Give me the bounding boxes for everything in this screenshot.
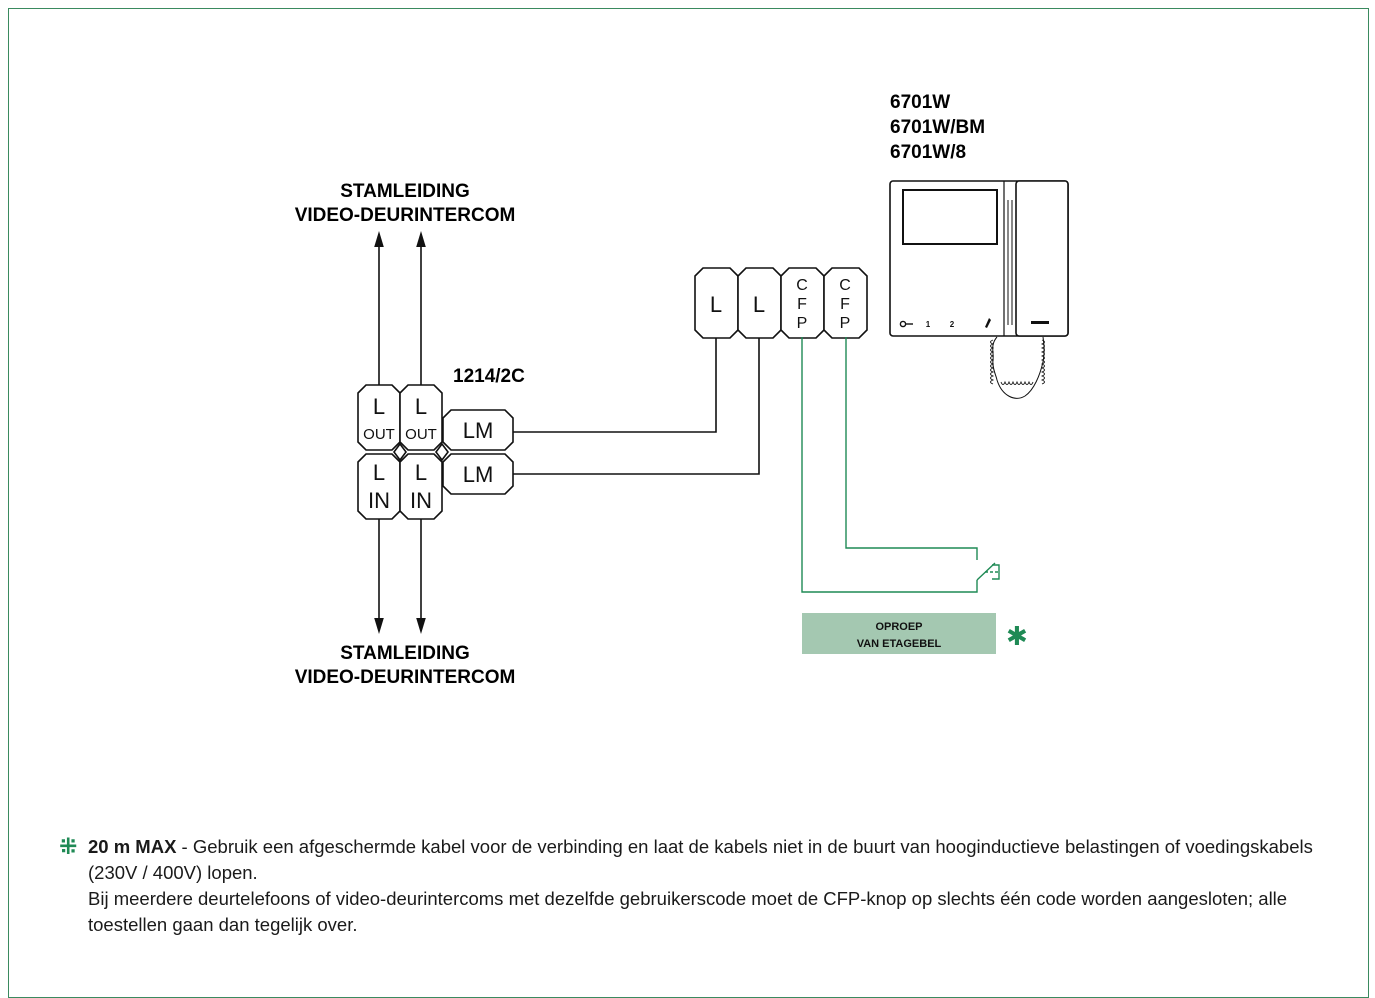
terminal-out-1 xyxy=(357,384,401,451)
terminal-in-1 xyxy=(357,453,401,520)
footnote-para-1: 20 m MAX - Gebruik een afgeschermde kabe… xyxy=(88,834,1358,886)
in-1-in: IN xyxy=(368,488,390,513)
monitor-terminal-l-2 xyxy=(737,267,782,339)
call-box-line1: OPROEP xyxy=(875,621,922,633)
footnote: ⁜ 20 m MAX - Gebruik een afgeschermde ka… xyxy=(59,834,1358,938)
cfp-1-f: F xyxy=(797,296,807,313)
mute-icon xyxy=(985,318,991,328)
monitor-model-1: 6701W xyxy=(890,92,950,113)
out-1-out: OUT xyxy=(363,426,395,443)
monitor-terminal-l-2-label: L xyxy=(753,292,765,317)
out-1-l: L xyxy=(373,394,385,419)
monitor-model-3: 6701W/8 xyxy=(890,142,966,163)
asterisk-icon: ✱ xyxy=(1006,621,1028,651)
footnote-para-2: Bij meerdere deurtelefoons of video-deur… xyxy=(88,888,1288,935)
lm-1-label: LM xyxy=(463,418,494,443)
terminal-out-2 xyxy=(399,384,443,451)
footnote-text-1: - Gebruik een afgeschermde kabel voor de… xyxy=(88,836,1313,883)
out-2-l: L xyxy=(415,394,427,419)
key-icon xyxy=(899,320,913,328)
monitor-buttons: 1 2 xyxy=(899,318,991,329)
footnote-marker-icon: ⁜ xyxy=(59,834,78,859)
floor-call-box: OPROEP VAN ETAGEBEL xyxy=(802,613,996,654)
junction-diamond-1 xyxy=(393,442,407,462)
button-1: 1 xyxy=(926,320,931,329)
call-box-line2: VAN ETAGEBEL xyxy=(857,638,942,650)
floor-call-wires xyxy=(801,337,1000,593)
cfp-2-f: F xyxy=(840,296,850,313)
line-wires xyxy=(513,337,760,475)
terminal-lm-2 xyxy=(442,453,514,495)
monitor-device xyxy=(889,180,1069,337)
terminal-lm-1 xyxy=(442,409,514,451)
footnote-bold: 20 m MAX xyxy=(88,836,177,857)
cfp-2-p: P xyxy=(840,315,851,332)
riser-bottom-line2: VIDEO-DEURINTERCOM xyxy=(295,667,516,688)
handset xyxy=(1015,180,1069,337)
monitor-terminal-cfp-1 xyxy=(780,267,825,339)
monitor-screen xyxy=(902,189,998,245)
button-2: 2 xyxy=(950,320,955,329)
monitor-terminal-cfp-2 xyxy=(823,267,868,339)
monitor-terminal-block xyxy=(694,267,868,339)
monitor-model-2: 6701W/BM xyxy=(890,117,985,138)
cfp-1-p: P xyxy=(797,315,808,332)
lm-2-label: LM xyxy=(463,462,494,487)
monitor-terminal-l-1 xyxy=(694,267,739,339)
monitor-terminal-l-1-label: L xyxy=(710,292,722,317)
in-2-l: L xyxy=(415,460,427,485)
cfp-2-c: C xyxy=(839,277,851,294)
in-2-in: IN xyxy=(410,488,432,513)
coiled-cord xyxy=(990,336,1045,399)
riser-top-line2: VIDEO-DEURINTERCOM xyxy=(295,205,516,226)
in-1-l: L xyxy=(373,460,385,485)
riser-top-line1: STAMLEIDING xyxy=(340,181,469,202)
terminal-in-2 xyxy=(399,453,443,520)
junction-diamond-2 xyxy=(435,442,449,462)
riser-bottom-line1: STAMLEIDING xyxy=(340,643,469,664)
distributor-model: 1214/2C xyxy=(453,366,525,387)
cfp-1-c: C xyxy=(796,277,808,294)
riser-wires xyxy=(374,231,426,634)
distributor-1214-2C xyxy=(357,384,514,520)
out-2-out: OUT xyxy=(405,426,437,443)
